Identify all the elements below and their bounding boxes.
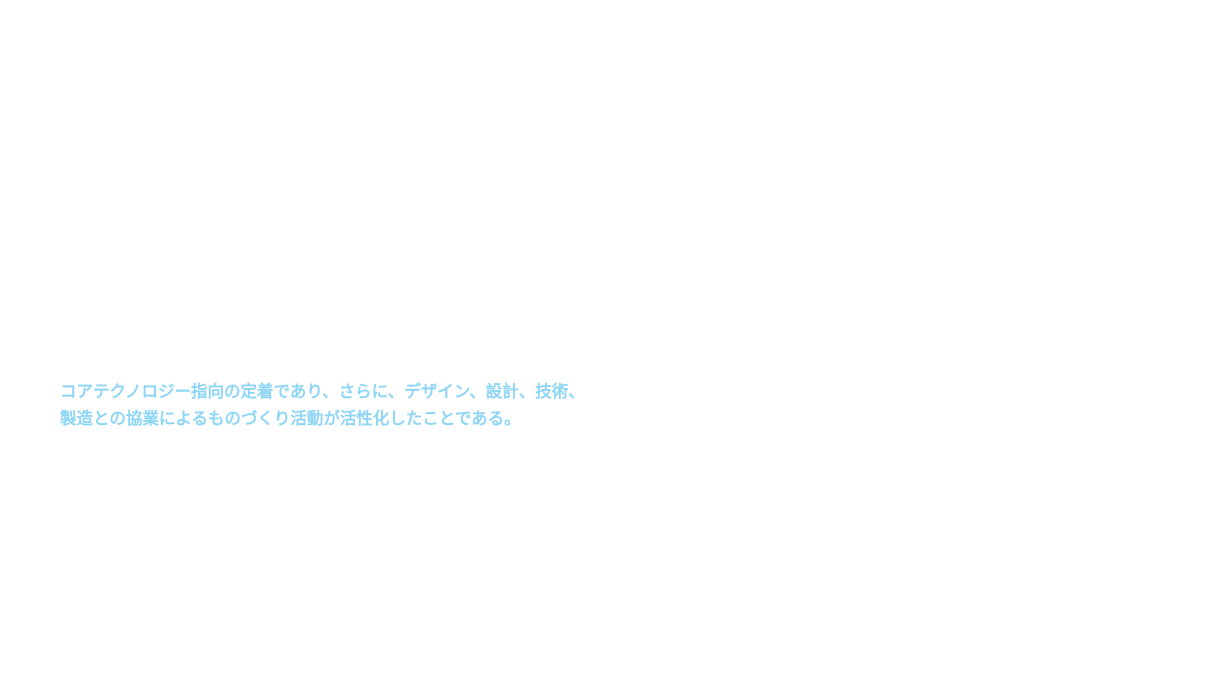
text-line-2: 製造との協業によるものづくり活動が活性化したことである。 [60, 409, 521, 428]
text-line-1: コアテクノロジー指向の定着であり、さらに、デザイン、設計、技術、 [60, 382, 585, 401]
body-text: コアテクノロジー指向の定着であり、さらに、デザイン、設計、技術、 製造との協業に… [60, 378, 620, 432]
